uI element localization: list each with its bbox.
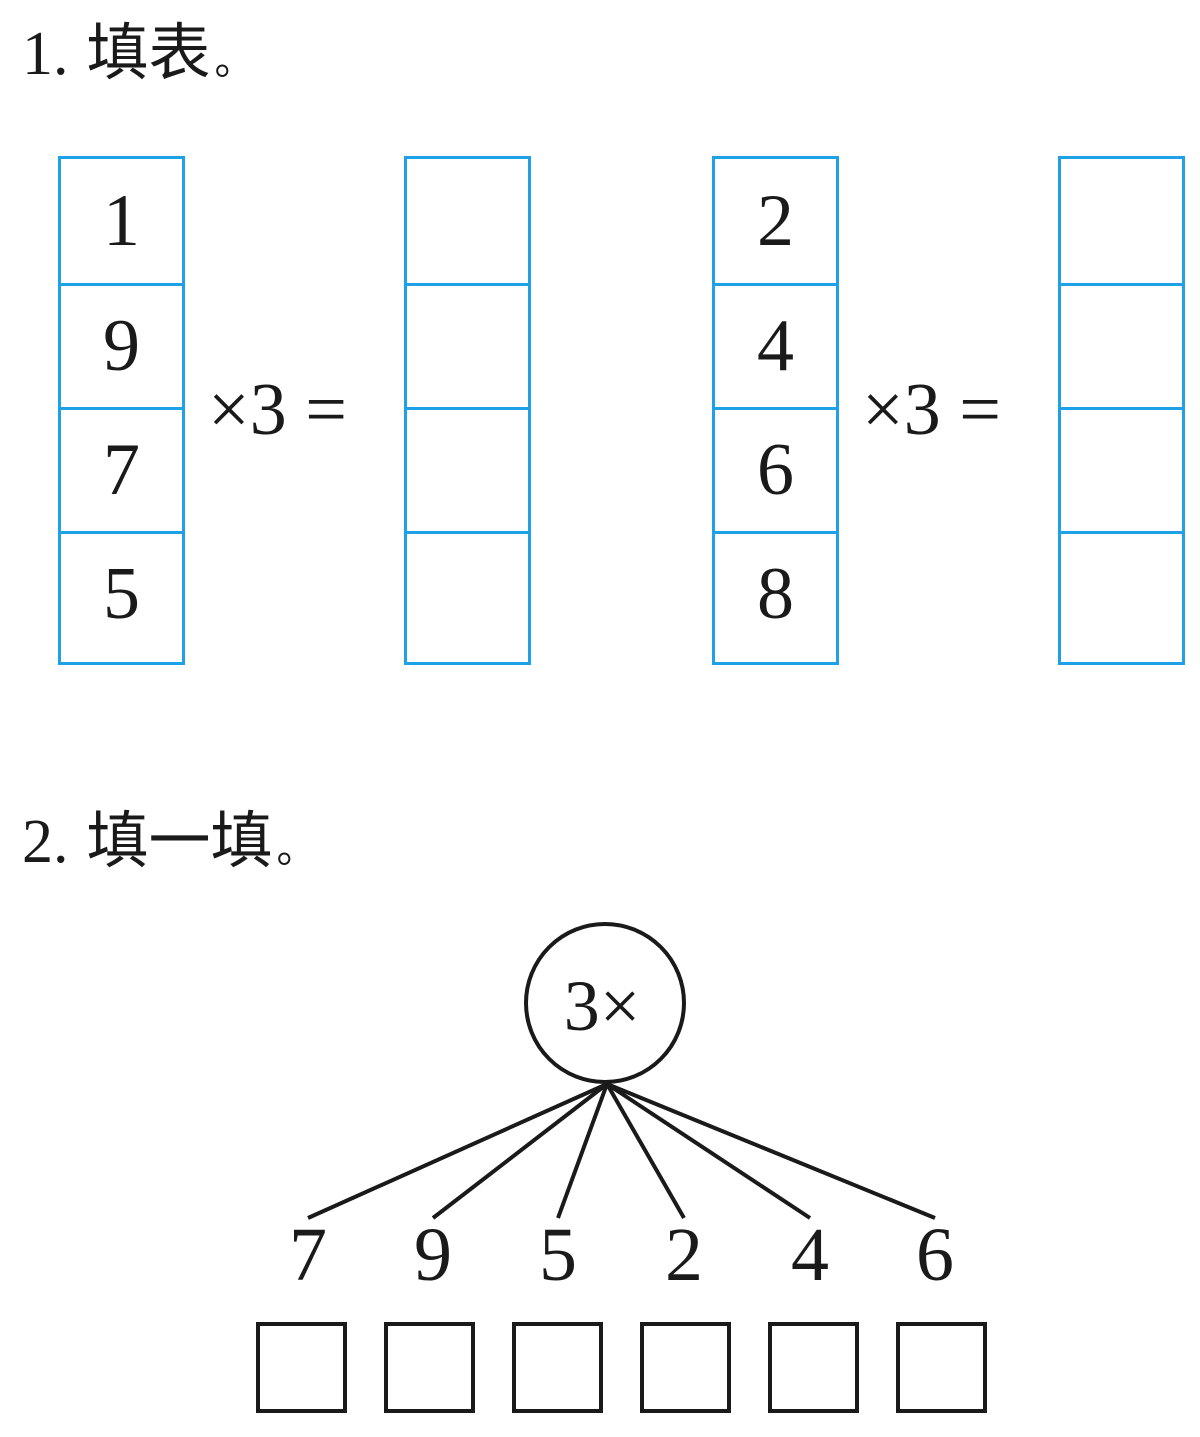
branch-number: 4	[791, 1213, 829, 1297]
right-input-column: 2 4 6 8	[712, 156, 839, 665]
right-input-cell: 6	[715, 407, 836, 531]
multiplier-label: 3×	[564, 966, 641, 1046]
left-answer-cell[interactable]	[407, 531, 528, 655]
left-answer-column	[404, 156, 531, 665]
right-answer-column	[1058, 156, 1185, 665]
answer-box[interactable]	[384, 1322, 475, 1413]
question-2-period: 。	[276, 826, 317, 871]
branch-line	[307, 1082, 608, 1220]
left-input-cell: 5	[61, 531, 182, 655]
branch-line	[605, 1083, 686, 1219]
left-input-column: 1 9 7 5	[58, 156, 185, 665]
question-1-title: 填表	[86, 16, 211, 89]
question-1-heading: 1.填表。	[22, 20, 255, 88]
right-operator: ×3 =	[862, 369, 1001, 451]
right-answer-cell[interactable]	[1061, 159, 1182, 283]
right-answer-cell[interactable]	[1061, 283, 1182, 407]
right-input-cell: 8	[715, 531, 836, 655]
answer-box[interactable]	[768, 1322, 859, 1413]
question-1-number: 1.	[22, 20, 69, 88]
branch-number: 5	[539, 1213, 577, 1297]
answer-box[interactable]	[640, 1322, 731, 1413]
right-input-cell: 2	[757, 179, 794, 262]
question-2-number: 2.	[22, 808, 69, 876]
question-2-heading: 2.填一填。	[22, 808, 317, 876]
left-operator: ×3 =	[208, 369, 347, 451]
left-input-cell: 1	[103, 179, 140, 262]
multiplication-tree-diagram: 3× 7 9 5 2 4 6	[289, 922, 954, 1297]
branch-number: 6	[916, 1213, 954, 1297]
left-answer-cell[interactable]	[407, 407, 528, 531]
branch-number: 9	[414, 1213, 452, 1297]
answer-box[interactable]	[512, 1322, 603, 1413]
question-1-period: 。	[214, 38, 255, 83]
right-answer-cell[interactable]	[1061, 531, 1182, 655]
multiplier-circle	[524, 922, 686, 1084]
left-answer-cell[interactable]	[407, 283, 528, 407]
question-2-title: 填一填	[86, 804, 273, 877]
answer-box[interactable]	[256, 1322, 347, 1413]
right-input-cell: 4	[715, 283, 836, 407]
branch-number: 2	[665, 1213, 703, 1297]
right-answer-cell[interactable]	[1061, 407, 1182, 531]
branch-line	[556, 1083, 609, 1219]
answer-box[interactable]	[896, 1322, 987, 1413]
branch-line	[431, 1082, 609, 1220]
branch-line	[606, 1082, 936, 1220]
left-input-cell: 9	[61, 283, 182, 407]
branch-number: 7	[289, 1213, 327, 1297]
left-input-cell: 7	[61, 407, 182, 531]
left-answer-cell[interactable]	[407, 159, 528, 283]
branch-line	[605, 1082, 812, 1220]
